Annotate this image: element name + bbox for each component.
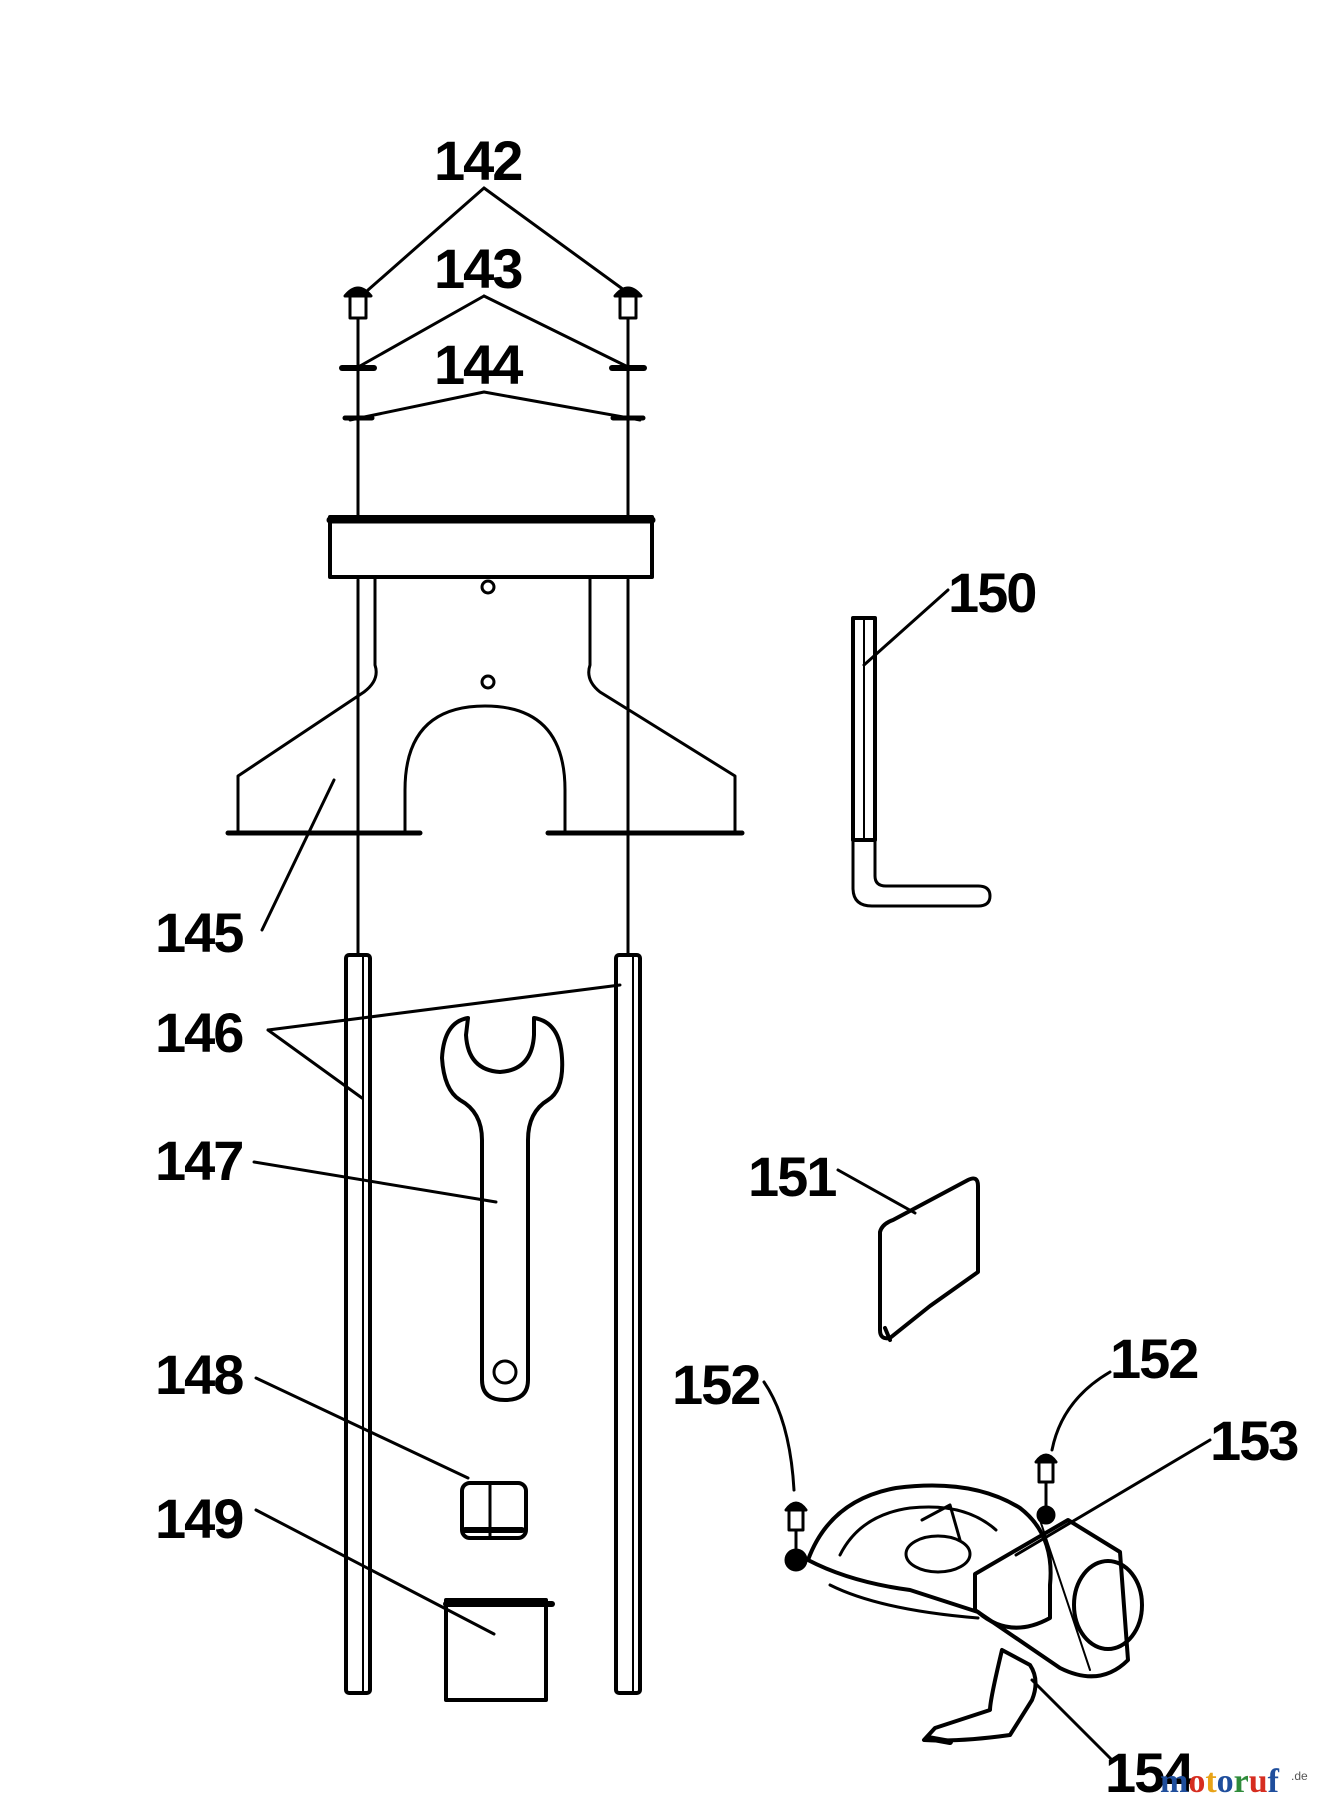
callout-152-right: 152 (1110, 1327, 1197, 1390)
callout-143: 143 (434, 237, 522, 300)
mounting-bracket-145 (225, 515, 745, 836)
wm-letter: u (1249, 1763, 1268, 1800)
callout-151: 151 (748, 1145, 836, 1208)
callout-149: 149 (155, 1487, 243, 1550)
rod-left-146 (344, 953, 372, 1695)
wm-letter: m (1160, 1763, 1188, 1800)
callout-142: 142 (434, 129, 521, 192)
wrench-147 (440, 1016, 565, 1402)
watermark-suffix: .de (1291, 1769, 1308, 1783)
block-149 (443, 1598, 555, 1702)
callout-145: 145 (155, 901, 243, 964)
motoruf-watermark-logo: motoruf .de (1160, 1763, 1308, 1800)
deflector-154 (922, 1648, 1038, 1745)
allen-key-150 (851, 616, 992, 908)
screw-right-152 (1034, 1453, 1058, 1510)
callout-150: 150 (948, 561, 1035, 624)
sleeve-148 (460, 1481, 528, 1540)
svg-text:motoruf: motoruf (1160, 1763, 1280, 1800)
callout-153: 153 (1210, 1409, 1298, 1472)
callout-147: 147 (155, 1129, 242, 1192)
bolt-left-142 (343, 286, 373, 320)
guard-housing-153 (784, 1483, 1144, 1679)
rod-right-146 (614, 953, 642, 1695)
wm-letter: r (1234, 1763, 1249, 1800)
callout-148: 148 (155, 1343, 243, 1406)
plate-151 (878, 1176, 980, 1342)
callout-144: 144 (434, 333, 523, 396)
callout-152-left: 152 (672, 1353, 759, 1416)
callout-146: 146 (155, 1001, 243, 1064)
wm-letter: f (1268, 1763, 1280, 1800)
screw-left-152 (784, 1501, 808, 1557)
callout-154: 154 (1105, 1741, 1194, 1800)
wm-letter: o (1188, 1763, 1205, 1800)
wm-letter: o (1217, 1763, 1234, 1800)
bolt-right-142 (613, 286, 643, 320)
wm-letter: t (1205, 1763, 1217, 1800)
